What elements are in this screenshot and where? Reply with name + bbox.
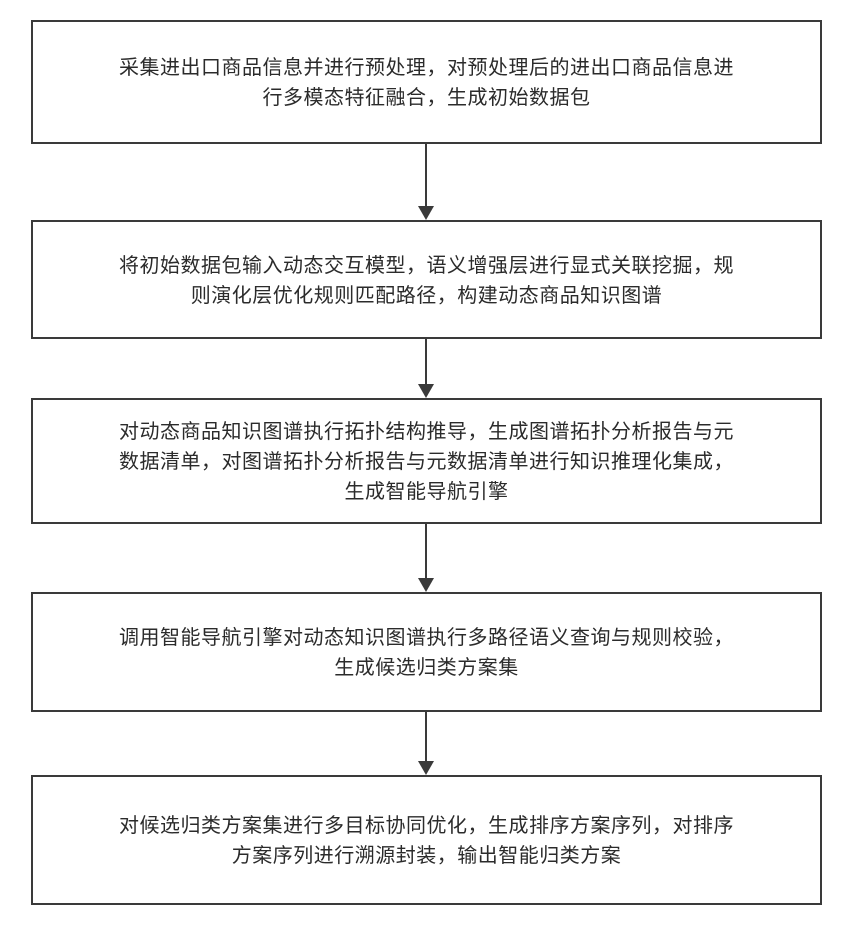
step-5-line-2: 方案序列进行溯源封装，输出智能归类方案 — [232, 843, 622, 867]
arrow-down-icon — [418, 339, 434, 398]
step-4-line-2: 生成候选归类方案集 — [334, 655, 519, 679]
arrow-shaft — [425, 712, 427, 763]
step-box-3: 对动态商品知识图谱执行拓扑结构推导，生成图谱拓扑分析报告与元 数据清单，对图谱拓… — [31, 398, 822, 524]
arrow-head — [418, 578, 434, 592]
step-3-line-2: 数据清单，对图谱拓扑分析报告与元数据清单进行知识推理化集成， — [119, 449, 734, 473]
step-2-line-1: 将初始数据包输入动态交互模型，语义增强层进行显式关联挖掘，规 — [119, 253, 734, 277]
step-box-1: 采集进出口商品信息并进行预处理，对预处理后的进出口商品信息进 行多模态特征融合，… — [31, 20, 822, 144]
step-box-2: 将初始数据包输入动态交互模型，语义增强层进行显式关联挖掘，规 则演化层优化规则匹… — [31, 220, 822, 339]
arrow-head — [418, 761, 434, 775]
step-2-text: 将初始数据包输入动态交互模型，语义增强层进行显式关联挖掘，规 则演化层优化规则匹… — [119, 250, 734, 310]
step-3-line-3: 生成智能导航引擎 — [345, 479, 509, 503]
arrow-down-icon — [418, 144, 434, 220]
step-box-4: 调用智能导航引擎对动态知识图谱执行多路径语义查询与规则校验， 生成候选归类方案集 — [31, 592, 822, 712]
step-2-line-2: 则演化层优化规则匹配路径，构建动态商品知识图谱 — [191, 283, 663, 307]
step-4-text: 调用智能导航引擎对动态知识图谱执行多路径语义查询与规则校验， 生成候选归类方案集 — [119, 622, 734, 682]
step-4-line-1: 调用智能导航引擎对动态知识图谱执行多路径语义查询与规则校验， — [119, 625, 734, 649]
step-3-line-1: 对动态商品知识图谱执行拓扑结构推导，生成图谱拓扑分析报告与元 — [119, 419, 734, 443]
arrow-shaft — [425, 144, 427, 208]
arrow-shaft — [425, 524, 427, 580]
step-3-text: 对动态商品知识图谱执行拓扑结构推导，生成图谱拓扑分析报告与元 数据清单，对图谱拓… — [119, 416, 734, 506]
arrow-down-icon — [418, 712, 434, 775]
arrow-down-icon — [418, 524, 434, 592]
arrow-shaft — [425, 339, 427, 386]
step-box-5: 对候选归类方案集进行多目标协同优化，生成排序方案序列，对排序 方案序列进行溯源封… — [31, 775, 822, 905]
step-5-line-1: 对候选归类方案集进行多目标协同优化，生成排序方案序列，对排序 — [119, 813, 734, 837]
step-1-line-1: 采集进出口商品信息并进行预处理，对预处理后的进出口商品信息进 — [119, 55, 734, 79]
step-1-line-2: 行多模态特征融合，生成初始数据包 — [263, 85, 591, 109]
arrow-head — [418, 206, 434, 220]
step-5-text: 对候选归类方案集进行多目标协同优化，生成排序方案序列，对排序 方案序列进行溯源封… — [119, 810, 734, 870]
step-1-text: 采集进出口商品信息并进行预处理，对预处理后的进出口商品信息进 行多模态特征融合，… — [119, 52, 734, 112]
arrow-head — [418, 384, 434, 398]
